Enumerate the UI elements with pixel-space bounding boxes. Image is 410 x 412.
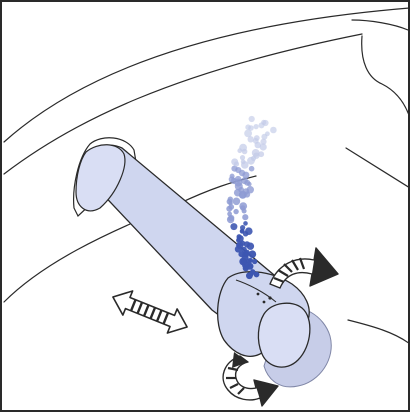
spray-droplet bbox=[246, 258, 252, 264]
rotate-bottom-arrow-icon bbox=[222, 352, 279, 407]
spray-droplet bbox=[265, 131, 270, 137]
spray-droplet bbox=[253, 271, 260, 278]
spray-droplet bbox=[240, 205, 246, 211]
nozzle-wand-end-ellipse bbox=[75, 144, 126, 212]
spray-droplet bbox=[230, 223, 238, 231]
arrow-hatch-line bbox=[229, 383, 239, 389]
nozzle-outlet-hole bbox=[262, 300, 266, 304]
arrow-hatch-line bbox=[136, 301, 144, 314]
spray-droplet bbox=[239, 143, 248, 152]
arrow-hatch-line bbox=[273, 276, 285, 284]
toilet-rim-outer-line bbox=[3, 7, 408, 143]
retract-extend-arrow-hatch bbox=[129, 299, 170, 325]
spray-droplet bbox=[247, 136, 254, 143]
arrow-hatch-line bbox=[298, 257, 306, 270]
spray-droplet bbox=[248, 125, 254, 131]
spray-droplet bbox=[258, 151, 265, 158]
spray-droplet bbox=[226, 205, 233, 212]
spray-droplet bbox=[252, 258, 258, 265]
spray-droplet bbox=[247, 156, 255, 165]
rotate-bottom-arrow-head bbox=[254, 380, 278, 406]
spray-droplet bbox=[248, 115, 255, 123]
spray-droplet bbox=[248, 250, 257, 258]
spray-droplet bbox=[252, 138, 259, 144]
arrow-hatch-line bbox=[291, 259, 299, 271]
nozzle-wand bbox=[75, 144, 311, 368]
nozzle-wand-tip-face bbox=[257, 302, 311, 368]
spray-droplet bbox=[260, 138, 267, 145]
spray-droplet bbox=[229, 173, 235, 179]
arrow-hatch-line bbox=[129, 299, 137, 312]
spray-droplet bbox=[242, 231, 249, 237]
spray-droplet bbox=[235, 167, 242, 174]
spray-droplet bbox=[251, 149, 260, 157]
rotate-top-arrow-icon bbox=[269, 247, 339, 289]
arrow-hatch-line bbox=[155, 309, 163, 322]
water-spray-icon bbox=[226, 115, 277, 280]
spray-droplet bbox=[234, 175, 242, 183]
spray-droplet bbox=[243, 221, 248, 226]
arrow-hatch-line bbox=[162, 312, 170, 325]
spray-droplet bbox=[238, 186, 245, 193]
toilet-rim-top-edge bbox=[351, 19, 408, 31]
retract-extend-arrow-icon bbox=[112, 290, 188, 334]
spray-droplet bbox=[232, 197, 241, 206]
toilet-rim bbox=[3, 7, 408, 344]
spray-droplet bbox=[233, 161, 240, 167]
spray-droplet bbox=[248, 165, 255, 172]
spray-droplet bbox=[242, 214, 249, 221]
toilet-bowl-mid-line bbox=[177, 175, 257, 205]
arrow-hatch-line bbox=[149, 307, 157, 320]
spray-droplet bbox=[246, 186, 254, 194]
retract-extend-arrow-shape bbox=[112, 290, 188, 334]
nozzle-outlet-hole bbox=[268, 296, 272, 300]
rotate-top-arrow-hatch bbox=[273, 257, 306, 284]
arrow-hatch-line bbox=[237, 387, 245, 395]
spray-droplet bbox=[240, 159, 246, 165]
spray-droplet bbox=[259, 143, 267, 151]
toilet-rim-curl bbox=[361, 35, 408, 115]
spray-droplet bbox=[240, 246, 247, 253]
toilet-bowl-right-line bbox=[345, 147, 408, 188]
rotate-bottom-arrow-top-head bbox=[232, 352, 248, 368]
spray-droplet bbox=[238, 251, 245, 258]
arrow-hatch-line bbox=[142, 304, 150, 317]
spray-droplet bbox=[243, 241, 251, 248]
spray-droplet bbox=[233, 208, 239, 215]
toilet-bowl-lower-right-line bbox=[347, 319, 408, 344]
arrow-hatch-line bbox=[283, 263, 293, 273]
spray-droplet bbox=[262, 119, 269, 127]
nozzle-outlet-hole bbox=[256, 292, 260, 296]
spray-droplet bbox=[239, 155, 246, 161]
spray-droplet bbox=[236, 241, 244, 249]
spray-droplet bbox=[236, 238, 241, 243]
spray-droplet bbox=[244, 129, 253, 138]
spray-droplet bbox=[270, 126, 277, 134]
spray-droplet bbox=[253, 124, 259, 130]
arrow-hatch-line bbox=[227, 366, 239, 372]
nozzle-wand-head-seam bbox=[235, 279, 277, 303]
rotate-bottom-arrow-hatch bbox=[226, 366, 245, 395]
spray-droplet bbox=[246, 272, 253, 280]
spray-droplet bbox=[226, 198, 233, 205]
spray-droplet bbox=[241, 177, 248, 185]
spray-droplet bbox=[247, 181, 252, 187]
spray-droplet bbox=[227, 211, 233, 217]
toilet-rim-inner-line bbox=[3, 33, 363, 175]
spray-droplet bbox=[240, 225, 246, 231]
arrow-hatch-line bbox=[277, 269, 289, 277]
spray-droplet bbox=[228, 214, 235, 222]
rotate-top-arrow-head bbox=[310, 248, 338, 286]
